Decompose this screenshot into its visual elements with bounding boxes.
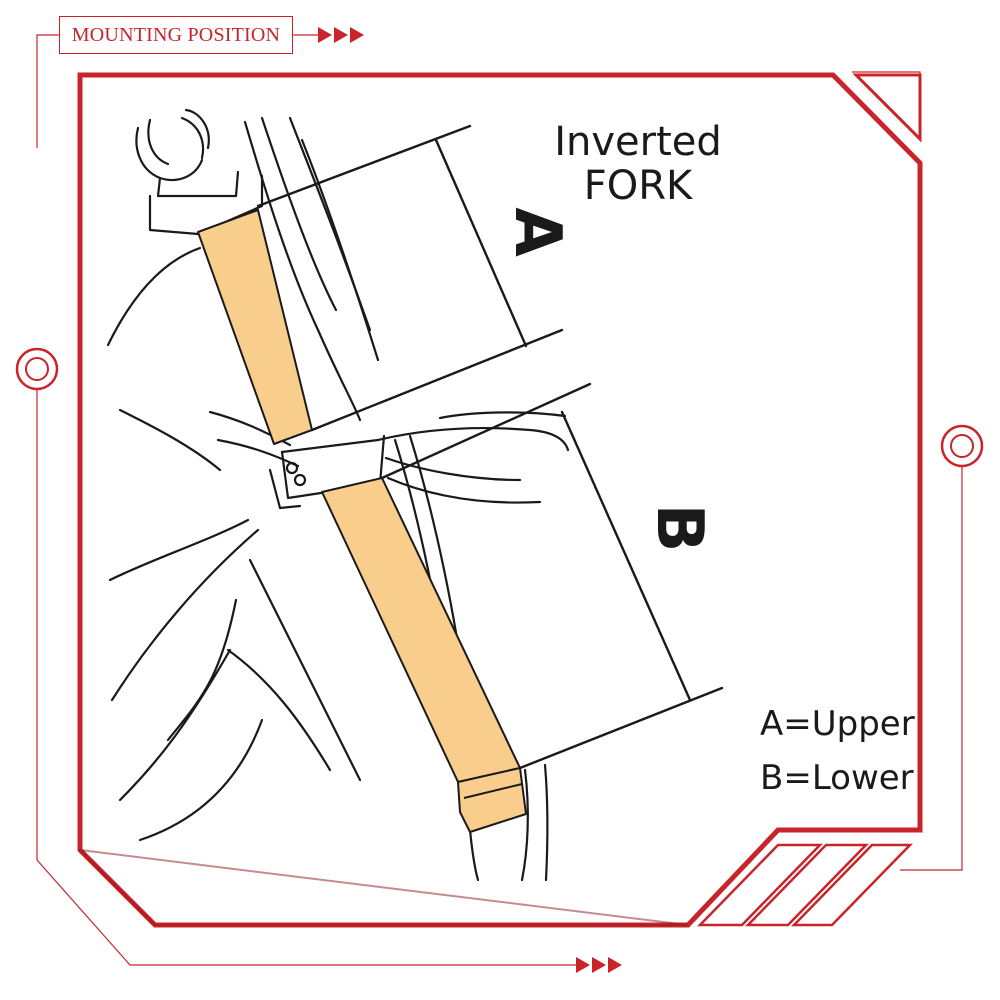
legend-upper: A=Upper: [760, 704, 915, 744]
corner-stripes: [697, 843, 913, 927]
ring-right: [940, 424, 984, 468]
header-title-box: MOUNTING POSITION: [59, 16, 293, 54]
dimension-a-label: A: [500, 207, 574, 257]
motorcycle-sketch: [106, 108, 570, 882]
header-title: MOUNTING POSITION: [71, 23, 281, 46]
fork-bottom-cap: [457, 767, 527, 833]
ring-left: [15, 347, 59, 391]
dimension-lines: [256, 124, 724, 770]
arrow-markers-top: [293, 27, 364, 43]
fork-title-line1: Inverted: [554, 119, 722, 165]
main-frame-shadow: [77, 848, 689, 926]
fork-title-line2: FORK: [583, 163, 693, 209]
fork-lower-tube: [321, 477, 521, 783]
corner-triangle: [852, 73, 922, 143]
legend-lower: B=Lower: [760, 758, 914, 798]
fork-tube: [197, 209, 527, 833]
arrow-markers-bottom: [576, 957, 622, 973]
outer-frame-lines: [36, 34, 963, 966]
dimension-b-label: B: [642, 504, 716, 553]
fork-type-title: Inverted FORK: [548, 120, 728, 208]
fork-upper-tube: [197, 209, 313, 445]
